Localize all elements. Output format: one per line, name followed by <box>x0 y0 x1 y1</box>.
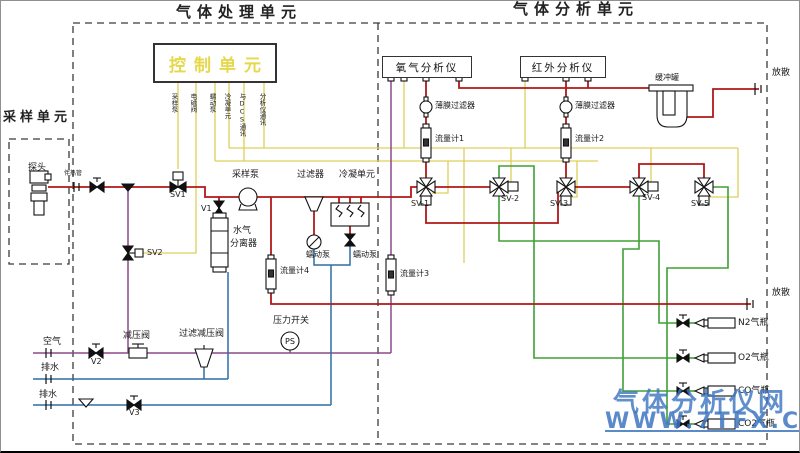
drain-funnel-symbol <box>77 398 95 408</box>
drain-lines <box>33 246 351 406</box>
condenser-label: 冷凝单元 <box>339 170 376 180</box>
pressure-switch-tag: PS <box>285 337 295 346</box>
pressure-reducing-valve-label: 减压阀 <box>123 331 151 341</box>
flowmeter-1-symbol <box>420 123 432 163</box>
sample-pump-symbol <box>238 187 258 211</box>
flowmeter-2-label: 流量计2 <box>575 134 605 143</box>
control-unit-title: 控制单元 <box>169 55 269 76</box>
equipment-symbols <box>29 75 762 430</box>
sv-5-label: SV-5 <box>691 199 710 208</box>
filter-label: 过滤器 <box>297 170 325 180</box>
peristaltic-pump-1-symbol <box>306 234 322 250</box>
processing-unit-title: 气体处理单元 <box>176 3 303 21</box>
cylinder-valves <box>676 314 690 430</box>
sv2-label: SV2 <box>147 248 163 257</box>
sv-4-label: SV-4 <box>642 193 661 202</box>
membrane-filter-2-label: 薄膜过滤器 <box>575 101 615 110</box>
infrared-analyzer-box: 红外分析仪 <box>520 56 606 78</box>
v1-label: V1 <box>201 204 212 213</box>
v3-label: V3 <box>129 408 140 417</box>
co2-cylinder-label: CO2气瓶 <box>738 419 776 429</box>
flowmeter-4-symbol <box>265 254 277 294</box>
signal-label-1: 采样泵 <box>170 93 178 113</box>
manual-valve <box>89 177 105 194</box>
tee-symbol <box>120 183 136 192</box>
pressure-reducing-valve-symbol <box>128 343 148 359</box>
signal-label-4: 冷凝单元 <box>223 93 231 119</box>
sample-pump-label: 采样泵 <box>232 170 260 180</box>
analysis-unit-title: 气体分析单元 <box>513 0 640 18</box>
peristaltic-pump-1-label: 蠕动泵 <box>306 250 330 259</box>
flowmeter-2-symbol <box>560 123 572 163</box>
air-inlet-label: 空气 <box>43 337 62 347</box>
separator-symbol <box>210 212 229 273</box>
sv-1-valve <box>416 177 436 206</box>
filter-reducer-symbol <box>194 345 214 368</box>
sv-2-valve <box>489 177 519 197</box>
membrane-filter-1-symbol <box>419 96 433 118</box>
unit-borders <box>8 22 768 445</box>
sv-3-label: SV-3 <box>550 199 569 208</box>
sv-2-label: SV-2 <box>501 194 520 203</box>
filter-symbol <box>304 196 324 212</box>
control-unit-box: 控制单元 <box>153 43 277 83</box>
sv-5-valve <box>694 177 714 206</box>
sv1-valve <box>169 171 187 193</box>
sv1-label: SV1 <box>170 190 186 199</box>
infrared-analyzer-label: 红外分析仪 <box>531 61 595 74</box>
cylinder-symbols <box>693 317 736 430</box>
o2-cylinder-label: O2气瓶 <box>738 353 769 363</box>
signal-label-5: 与DCS通讯 <box>238 93 246 137</box>
flowmeter-4-label: 流量计4 <box>280 266 310 275</box>
boundary-ticks <box>45 83 762 410</box>
separator-label-2: 分离器 <box>230 239 258 249</box>
watermark-site-url: WWW.7TFX.COM <box>605 409 800 434</box>
membrane-filter-1-label: 薄膜过滤器 <box>435 101 475 110</box>
vent-bottom-label: 放散 <box>772 288 791 298</box>
sv-3-valve <box>556 177 576 206</box>
v2-label: V2 <box>91 357 102 366</box>
sampling-unit-title: 采样单元 <box>3 110 72 125</box>
v2-valve <box>88 343 104 360</box>
sv2-valve <box>121 245 144 261</box>
oxygen-analyzer-label: 氧气分析仪 <box>395 61 459 74</box>
drain-2-label: 排水 <box>39 390 58 400</box>
n2-cylinder-label: N2气瓶 <box>738 318 769 328</box>
buffer-tank-label: 缓冲罐 <box>655 73 679 82</box>
peristaltic-pump-2-label: 蠕动泵 <box>353 250 377 259</box>
separator-label-1: 水气 <box>233 226 252 236</box>
probe-label: 探头 <box>28 163 47 173</box>
drain-1-label: 排水 <box>41 363 60 373</box>
sv-4-valve <box>629 177 659 197</box>
signal-label-6: 分析仪通讯 <box>258 93 266 126</box>
flowmeter-3-symbol <box>385 254 397 296</box>
probe-symbol <box>29 170 52 216</box>
sv-1-label: SV-1 <box>411 199 430 208</box>
oxygen-analyzer-box: 氧气分析仪 <box>382 56 472 78</box>
filter-reducer-label: 过滤减压阀 <box>179 329 225 339</box>
watermark-site-name: 气体分析仪网 <box>613 388 788 418</box>
vent-top-label: 放散 <box>772 68 791 78</box>
pressure-switch-symbol <box>280 331 300 351</box>
buffer-tank-symbol <box>648 84 694 128</box>
peristaltic-pump-2-symbol <box>343 233 357 247</box>
condenser-symbol <box>330 202 370 227</box>
membrane-filter-2-symbol <box>559 96 573 118</box>
co-cylinder-label: CO气瓶 <box>738 386 770 396</box>
pressure-switch-label: 压力开关 <box>273 316 310 326</box>
signal-label-3: 蠕动泵 <box>208 93 216 113</box>
v3-valve <box>126 395 142 412</box>
signal-label-2: 电磁阀 <box>189 93 197 113</box>
flowmeter-1-label: 流量计1 <box>435 134 465 143</box>
flowmeter-3-label: 流量计3 <box>400 269 430 278</box>
signal-lines <box>143 79 739 263</box>
heated-line-label: 伴热管 <box>64 170 83 177</box>
